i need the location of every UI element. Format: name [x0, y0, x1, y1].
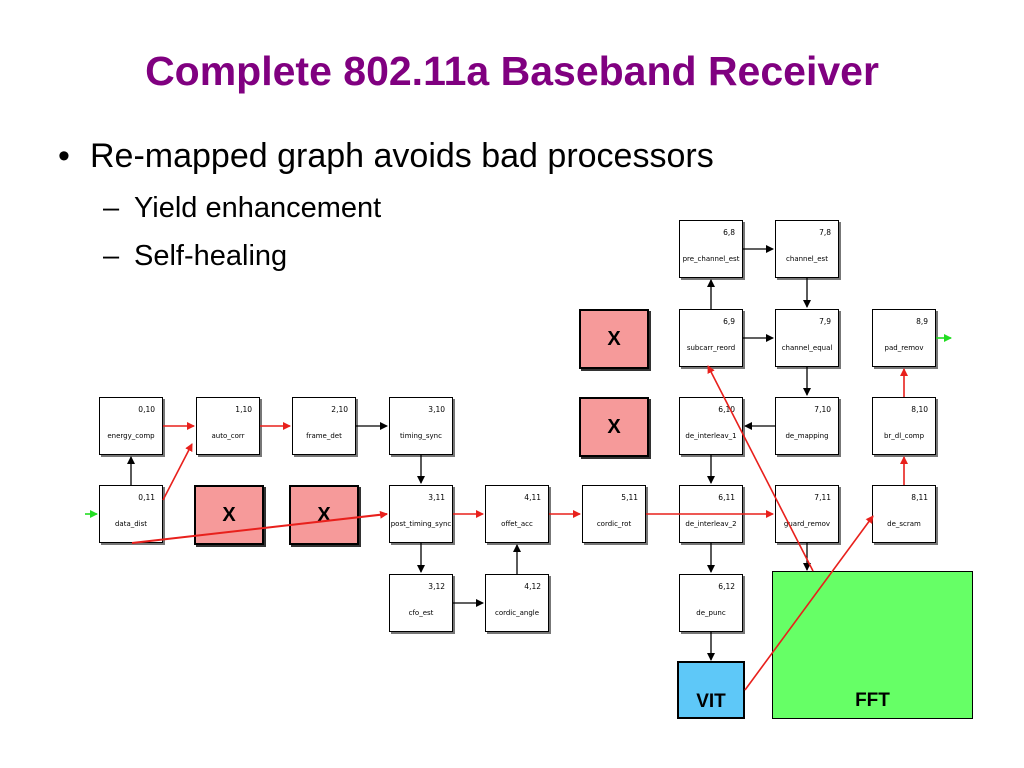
node-coordinate: 8,10	[911, 405, 928, 414]
node-name: frame_det	[306, 432, 342, 440]
node-name: offet_acc	[501, 520, 533, 528]
vit-label: VIT	[696, 691, 726, 712]
node-name: pre_channel_est	[682, 255, 740, 263]
node-name: energy_comp	[107, 432, 155, 440]
node-coordinate: 6,9	[723, 317, 735, 326]
node-cordic-angle: 4,12 cordic_angle	[485, 574, 549, 632]
node-coordinate: 6,10	[718, 405, 735, 414]
node-auto-corr: 1,10 auto_corr	[196, 397, 260, 455]
node-name: cfo_est	[408, 609, 434, 617]
node-coordinate: 8,9	[916, 317, 928, 326]
vit-accelerator-block: VIT	[677, 661, 745, 719]
node-name: cordic_angle	[494, 609, 540, 617]
node-frame-det: 2,10 frame_det	[292, 397, 356, 455]
node-name: cordic_rot	[596, 520, 632, 528]
node-name: channel_est	[786, 255, 828, 263]
node-coordinate: 6,11	[718, 493, 735, 502]
node-timing-sync: 3,10 timing_sync	[389, 397, 453, 455]
node-name: pad_remov	[884, 344, 924, 352]
node-coordinate: 7,9	[819, 317, 831, 326]
node-guard-remov: 7,11 guard_remov	[775, 485, 839, 543]
bad-processor-marker: X	[579, 309, 649, 369]
node-name: timing_sync	[400, 432, 442, 440]
node-cordic-rot: 5,11 cordic_rot	[582, 485, 646, 543]
slide-title: Complete 802.11a Baseband Receiver	[145, 48, 879, 94]
node-coordinate: 7,8	[819, 228, 831, 237]
node-offet-acc: 4,11 offet_acc	[485, 485, 549, 543]
node-name: br_dl_comp	[883, 432, 925, 440]
fft-label: FFT	[855, 690, 890, 711]
node-cfo-est: 3,12 cfo_est	[389, 574, 453, 632]
node-name: data_dist	[114, 520, 148, 528]
node-de-punc: 6,12 de_punc	[679, 574, 743, 632]
node-coordinate: 0,10	[138, 405, 155, 414]
subbullet-text: Yield enhancement	[134, 192, 382, 224]
node-coordinate: 6,8	[723, 228, 735, 237]
node-coordinate: 0,11	[138, 493, 155, 502]
node-channel-est: 7,8 channel_est	[775, 220, 839, 278]
node-channel-equal: 7,9 channel_equal	[775, 309, 839, 367]
node-coordinate: 3,10	[428, 405, 445, 414]
node-name: post_timing_sync	[390, 520, 452, 528]
node-coordinate: 4,11	[524, 493, 541, 502]
node-coordinate: 8,11	[911, 493, 928, 502]
node-coordinate: 3,12	[428, 582, 445, 591]
node-de-interleav-2: 6,11 de_interleav_2	[679, 485, 743, 543]
node-post-timing-sync: 3,11 post_timing_sync	[389, 485, 453, 543]
node-coordinate: 3,11	[428, 493, 445, 502]
node-data-dist: 0,11 data_dist	[99, 485, 163, 543]
node-name: de_punc	[696, 609, 726, 617]
node-coordinate: 5,11	[621, 493, 638, 502]
node-coordinate: 7,11	[814, 493, 831, 502]
node-de-interleav-1: 6,10 de_interleav_1	[679, 397, 743, 455]
node-coordinate: 2,10	[331, 405, 348, 414]
node-name: subcarr_reord	[686, 344, 736, 352]
bad-processor-marker: X	[579, 397, 649, 457]
node-name: channel_equal	[781, 344, 833, 352]
bullet-marker: •	[58, 137, 70, 175]
node-coordinate: 6,12	[718, 582, 735, 591]
node-name: de_mapping	[785, 432, 829, 440]
node-br-dl-comp: 8,10 br_dl_comp	[872, 397, 936, 455]
node-coordinate: 4,12	[524, 582, 541, 591]
node-name: de_interleav_2	[685, 520, 737, 528]
node-name: de_scram	[887, 520, 921, 528]
node-energy-comp: 0,10 energy_comp	[99, 397, 163, 455]
node-coordinate: 1,10	[235, 405, 252, 414]
edge-datadist-to-autocorr	[162, 443, 193, 501]
subbullet-text: Self-healing	[134, 240, 288, 272]
node-name: auto_corr	[211, 432, 245, 440]
subbullet-marker: –	[103, 240, 120, 272]
node-de-mapping: 7,10 de_mapping	[775, 397, 839, 455]
bad-processor-marker: X	[289, 485, 359, 545]
node-coordinate: 7,10	[814, 405, 831, 414]
bullet-text: Re-mapped graph avoids bad processors	[90, 137, 714, 175]
fft-accelerator-block: FFT	[772, 571, 973, 719]
node-de-scram: 8,11 de_scram	[872, 485, 936, 543]
node-pre-channel-est: 6,8 pre_channel_est	[679, 220, 743, 278]
node-subcarr-reord: 6,9 subcarr_reord	[679, 309, 743, 367]
node-name: guard_remov	[783, 520, 831, 528]
bad-processor-marker: X	[194, 485, 264, 545]
subbullet-marker: –	[103, 192, 120, 224]
node-name: de_interleav_1	[685, 432, 737, 440]
node-pad-remov: 8,9 pad_remov	[872, 309, 936, 367]
